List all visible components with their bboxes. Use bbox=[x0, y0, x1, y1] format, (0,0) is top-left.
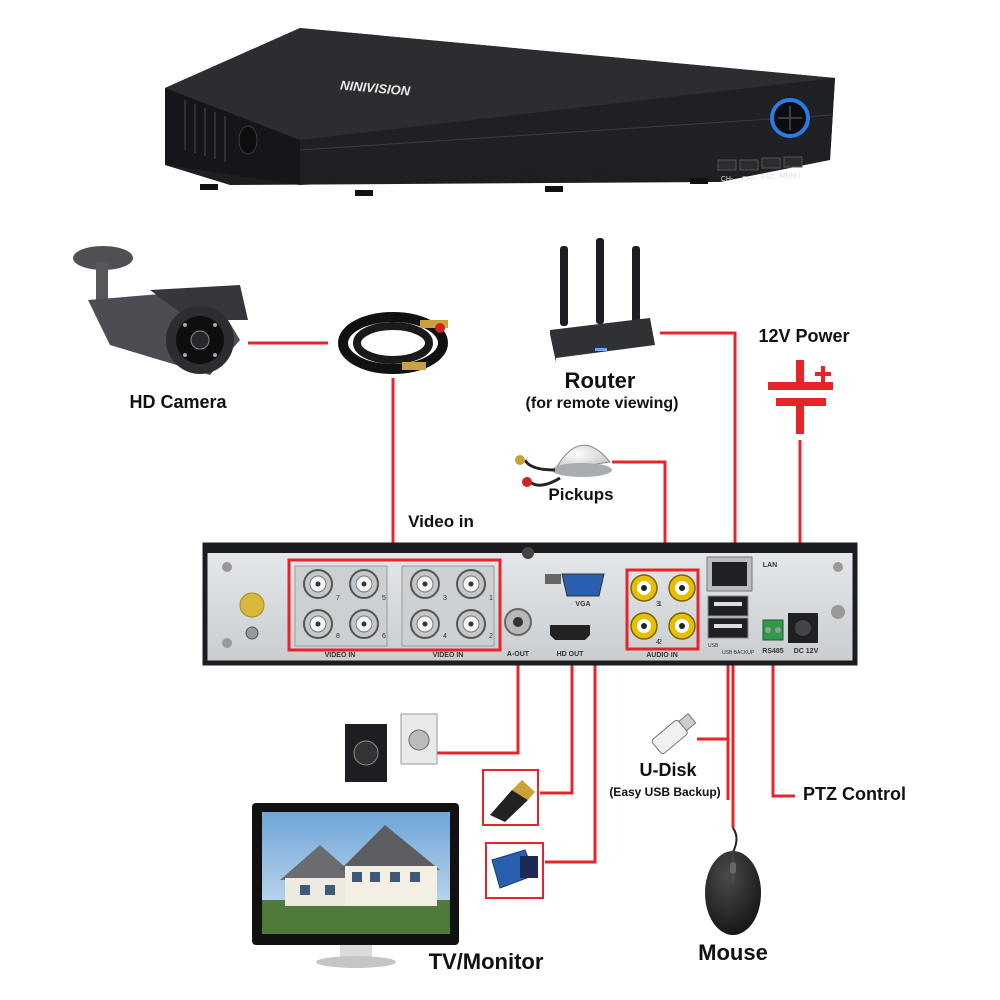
u-disk-label: U-Disk bbox=[639, 760, 697, 780]
rca-port-number: 2 bbox=[658, 639, 662, 646]
front-button-ch-minus: CH- bbox=[721, 176, 734, 183]
video-in-label-left: VIDEO IN bbox=[325, 652, 356, 659]
hd-camera-label: HD Camera bbox=[129, 392, 227, 412]
connector-lines bbox=[248, 331, 802, 864]
router-label: Router bbox=[564, 368, 636, 393]
tv-monitor-icon bbox=[252, 803, 459, 968]
front-button-menu: MENU bbox=[780, 173, 801, 180]
a-out-label: A-OUT bbox=[507, 651, 530, 658]
video-in-label-right: VIDEO IN bbox=[433, 652, 464, 659]
rs485-label: RS485 bbox=[762, 648, 784, 655]
mouse-icon bbox=[705, 827, 761, 935]
lan-label: LAN bbox=[763, 562, 777, 569]
dvr-rear-panel bbox=[202, 542, 858, 666]
bnc-cable-coil-icon bbox=[338, 312, 448, 374]
dvr-front-unit bbox=[165, 28, 835, 196]
rca-port-number: 4 bbox=[656, 639, 660, 646]
audio-in-label: AUDIO IN bbox=[646, 652, 678, 659]
router-icon bbox=[550, 238, 655, 362]
bnc-port-number: 5 bbox=[382, 595, 386, 602]
video-in-label: Video in bbox=[408, 512, 474, 531]
u-disk-sublabel: (Easy USB Backup) bbox=[609, 785, 721, 799]
bnc-port-number: 3 bbox=[443, 595, 447, 602]
vga-label: VGA bbox=[575, 601, 590, 608]
bnc-port-number: 6 bbox=[382, 633, 386, 640]
speakers-icon bbox=[345, 713, 438, 782]
front-button-ch-plus: CH+ bbox=[742, 176, 756, 183]
bnc-port-number: 2 bbox=[489, 633, 493, 640]
hdmi-cable-icon bbox=[482, 769, 539, 826]
rca-port-number: 3 bbox=[656, 601, 660, 608]
video-in-highlight bbox=[287, 558, 502, 652]
bnc-port-number: 7 bbox=[336, 595, 340, 602]
hdmi-port-icon bbox=[550, 625, 590, 640]
video-in-ports: 7 5 8 6 3 1 4 2 bbox=[303, 569, 493, 640]
lan-port-icon bbox=[712, 562, 747, 586]
usb-backup-label: USB BACKUP bbox=[722, 650, 755, 656]
pickups-label: Pickups bbox=[548, 485, 614, 504]
bnc-port-number: 8 bbox=[336, 633, 340, 640]
brand-logo: NINIVISION bbox=[340, 78, 412, 99]
vga-cable-icon bbox=[485, 842, 544, 899]
front-button-esc: ESC bbox=[761, 174, 775, 181]
ptz-control-label: PTZ Control bbox=[803, 784, 906, 804]
audio-pickup-icon bbox=[515, 445, 612, 487]
hd-camera-icon bbox=[73, 246, 248, 375]
audio-in-highlight bbox=[625, 568, 700, 651]
rca-port-number: 1 bbox=[658, 601, 662, 608]
power-symbol-icon bbox=[768, 360, 833, 434]
audio-in-ports: 31 42 bbox=[630, 574, 696, 646]
hd-out-label: HD OUT bbox=[557, 651, 585, 658]
rs485-terminal-icon bbox=[762, 619, 784, 641]
power-label: 12V Power bbox=[758, 326, 850, 346]
tv-monitor-label: TV/Monitor bbox=[428, 949, 544, 974]
router-sublabel: (for remote viewing) bbox=[525, 395, 679, 412]
mouse-label: Mouse bbox=[698, 940, 768, 965]
usb-label: USB bbox=[708, 643, 719, 649]
front-button-labels: CH- CH+ ESC MENU bbox=[721, 173, 801, 183]
bnc-port-number: 1 bbox=[489, 595, 493, 602]
vga-port-icon bbox=[561, 573, 605, 597]
bnc-port-number: 4 bbox=[443, 633, 447, 640]
dc-label: DC 12V bbox=[794, 648, 819, 655]
usb-drive-icon bbox=[651, 712, 697, 755]
